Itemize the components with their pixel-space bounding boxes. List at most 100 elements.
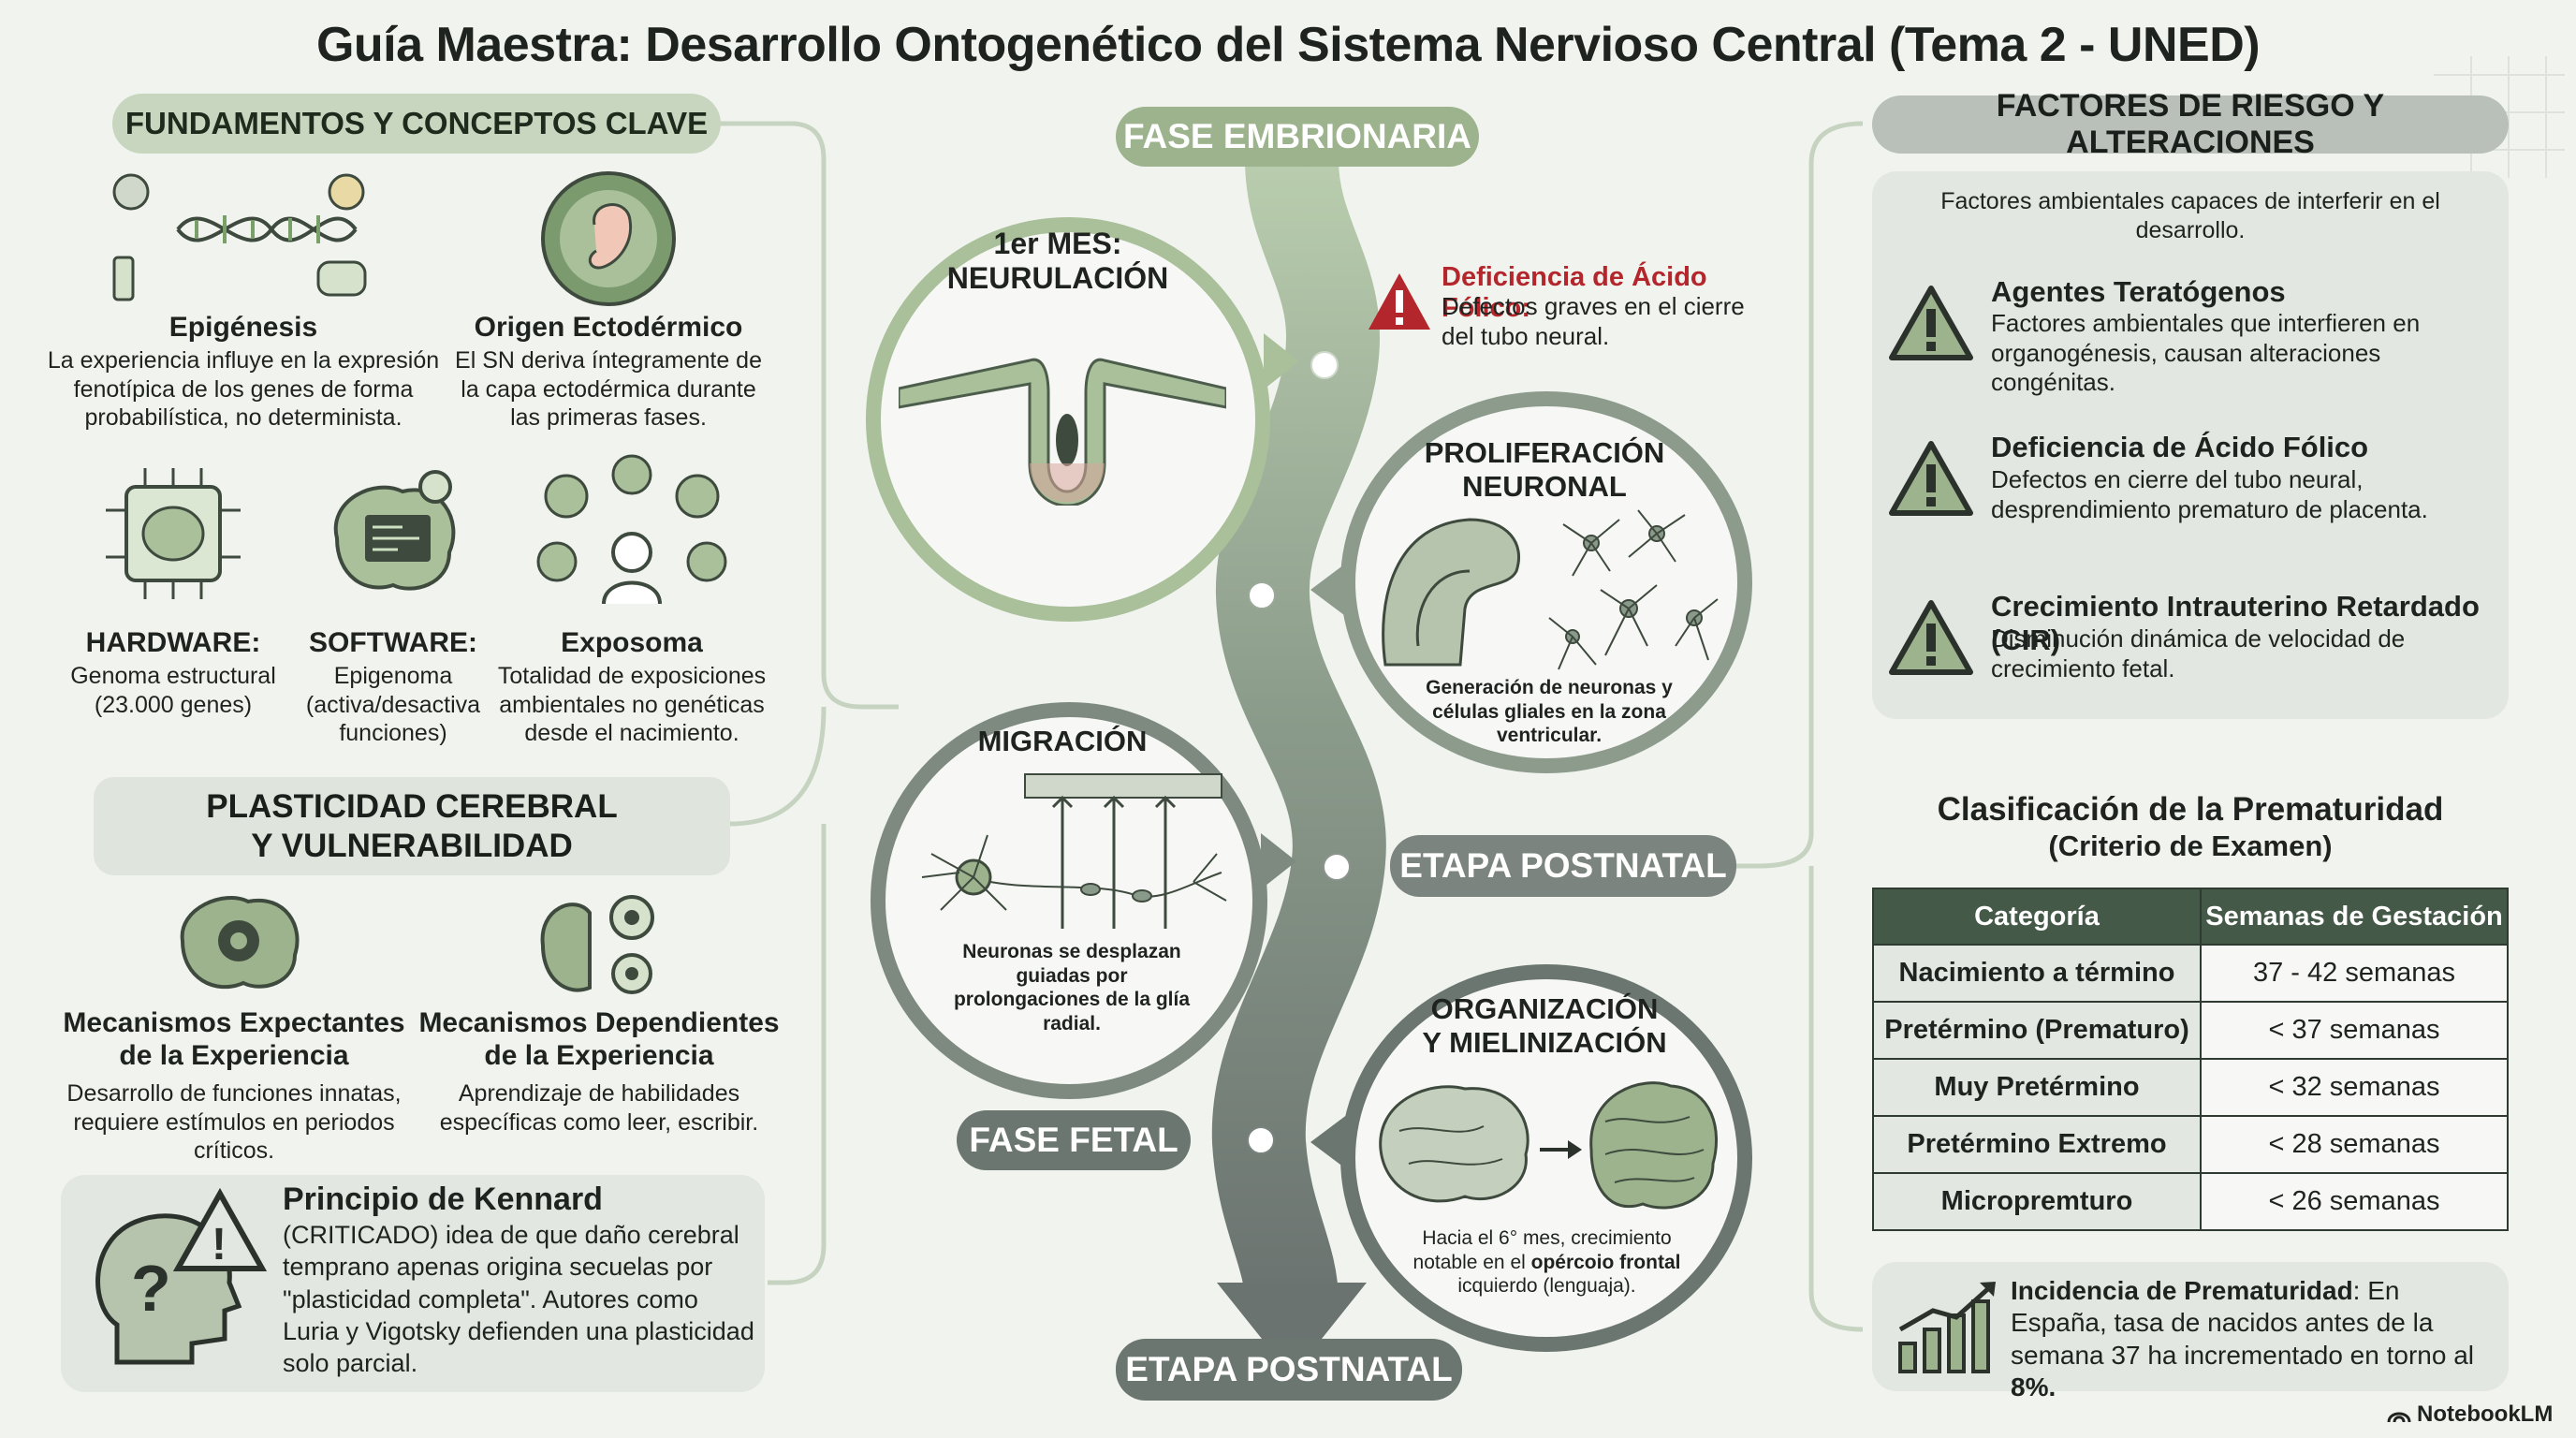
head-question-icon: ? ! (95, 1187, 268, 1365)
migracion-circle (871, 702, 1267, 1099)
neural-tube-illustration (899, 358, 1226, 506)
bar-chart-growth-icon (1898, 1282, 1996, 1373)
plasticidad-heading-line2: Y VULNERABILIDAD (251, 827, 573, 864)
table-cell: Nacimiento a término (1872, 944, 2202, 1003)
table-cell: Micropremturo (1872, 1172, 2202, 1231)
risk-3-title: Crecimiento Intrauterino Retardado (CIR) (1991, 590, 2480, 656)
table-cell: < 28 semanas (2200, 1115, 2509, 1174)
organizacion-title: ORGANIZACIÓN Y MIELINIZACIÓN (1399, 992, 1690, 1059)
organizacion-text-bold: opércoio frontal (1530, 1251, 1681, 1273)
organizacion-text: Hacia el 6° mes, crecimiento notable en … (1399, 1226, 1694, 1299)
origen-title: Origen Ectodérmico (474, 312, 743, 343)
dependientes-title: Mecanismos Dependientes de la Experienci… (412, 1007, 786, 1072)
neurulacion-title-line2: NEURULACIÓN (946, 260, 1169, 295)
warning-icon (1889, 441, 1973, 516)
plasticidad-heading-line1: PLASTICIDAD CEREBRAL (206, 787, 618, 825)
warning-icon (1889, 600, 1973, 675)
notebooklm-logo-icon (2387, 1412, 2411, 1423)
brain-gears-icon (540, 895, 654, 994)
notebooklm-brand: NotebookLM (2387, 1401, 2574, 1428)
pointer-arrow (1264, 333, 1299, 389)
dependientes-title-line1: Mecanismos Dependientes (418, 1007, 780, 1038)
kennard-text: (CRITICADO) idea de que daño cerebral te… (283, 1221, 754, 1378)
migracion-text: Neuronas se desplazan guiadas por prolon… (953, 941, 1191, 1034)
fundamentos-heading: FUNDAMENTOS Y CONCEPTOS CLAVE (112, 94, 721, 154)
riesgo-heading: FACTORES DE RIESGO Y ALTERACIONES (1872, 88, 2509, 160)
table-cell: Pretérmino (Prematuro) (1872, 1001, 2202, 1060)
incidencia-title: Incidencia de Prematuridad (2011, 1276, 2353, 1305)
table-header-cell: Semanas de Gestación (2200, 888, 2509, 946)
glia-illustration (921, 773, 1227, 929)
incidencia-text: Incidencia de Prematuridad: En España, t… (2011, 1275, 2497, 1404)
expectantes-title: Mecanismos Expectantes de la Experiencia (47, 1007, 421, 1072)
fase-embrionaria-pill: FASE EMBRIONARIA (1116, 107, 1479, 167)
dna-icon (112, 173, 367, 301)
risk-1-title: Agentes Teratógenos (1991, 275, 2286, 308)
expectantes-text: Desarrollo de funciones innatas, requier… (66, 1080, 402, 1164)
organizacion-title-line2: Y MIELINIZACIÓN (1422, 1025, 1667, 1059)
epigenesis-text: La experiencia influye en la expresión f… (47, 347, 440, 431)
origen-text: El SN deriva íntegramente de la capa ect… (455, 347, 762, 431)
neurulacion-title-line1: 1er MES: (993, 227, 1122, 260)
clasificacion-subtitle: (Criterio de Examen) (2048, 829, 2333, 862)
table-header-row: Categoría Semanas de Gestación (1872, 888, 2509, 946)
kennard-title: Principio de Kennard (283, 1181, 603, 1217)
page-title: Guía Maestra: Desarrollo Ontogenético de… (315, 18, 2261, 72)
timeline-node (1248, 581, 1276, 609)
riesgo-intro: Factores ambientales capaces de interfer… (1940, 188, 2440, 243)
proliferacion-title-line1: PROLIFERACIÓN (1424, 436, 1665, 469)
organizacion-text-part2: icquierdo (lenguaja). (1457, 1275, 1636, 1298)
organizacion-text-part1: Hacia el 6° mes, crecimiento notable en … (1412, 1227, 1672, 1273)
table-row: Micropremturo < 26 semanas (1872, 1172, 2509, 1231)
pointer-arrow (1310, 1114, 1348, 1170)
table-row: Nacimiento a término 37 - 42 semanas (1872, 944, 2509, 1003)
pointer-arrow (1261, 833, 1296, 889)
brain-gear-icon (180, 896, 300, 990)
timeline-node (1247, 1126, 1275, 1154)
hardware-text: Genoma estructural (23.000 genes) (70, 663, 276, 718)
etapa-postnatal-pill: ETAPA POSTNATAL (1390, 835, 1736, 897)
timeline-node (1323, 853, 1351, 881)
table-cell: < 26 semanas (2200, 1172, 2509, 1231)
warning-icon (1368, 273, 1430, 330)
epigenesis-title: Epigénesis (168, 312, 318, 343)
table-cell: Pretérmino Extremo (1872, 1115, 2202, 1174)
table-cell: < 32 semanas (2200, 1058, 2509, 1117)
warning-icon (1889, 286, 1973, 360)
exposoma-title: Exposoma (561, 627, 703, 658)
proliferacion-title: PROLIFERACIÓN NEURONAL (1404, 436, 1685, 503)
svg-text:?: ? (131, 1252, 171, 1325)
software-title: SOFTWARE: (309, 627, 477, 658)
chip-brain-icon (106, 468, 241, 599)
incidencia-body: : En España, tasa de nacidos antes de la… (2011, 1276, 2474, 1370)
table-row: Pretérmino Extremo < 28 semanas (1872, 1115, 2509, 1174)
etapa-postnatal-bottom-pill: ETAPA POSTNATAL (1116, 1339, 1462, 1401)
riesgo-panel (1872, 171, 2509, 719)
risk-3-text: Disminución dinámica de velocidad de cre… (1991, 624, 2406, 682)
risk-2-title: Deficiencia de Ácido Fólico (1991, 431, 2369, 463)
proliferacion-text: Generación de neuronas y células gliales… (1426, 677, 1673, 747)
table-row: Muy Pretérmino < 32 semanas (1872, 1058, 2509, 1117)
incidencia-value: 8%. (2011, 1372, 2056, 1402)
brain-code-icon (333, 470, 456, 591)
hardware-title: HARDWARE: (85, 627, 261, 658)
migracion-title: MIGRACIÓN (977, 725, 1148, 757)
neurons-illustration (1382, 509, 1719, 670)
brand-label: NotebookLM (2417, 1401, 2554, 1427)
table-row: Pretérmino (Prematuro) < 37 semanas (1872, 1001, 2509, 1060)
table-cell: 37 - 42 semanas (2200, 944, 2509, 1003)
software-text: Epigenoma (activa/desactiva funciones) (305, 663, 481, 746)
dependientes-text: Aprendizaje de habilidades específicas c… (439, 1080, 759, 1136)
exposoma-text: Totalidad de exposiciones ambientales no… (497, 663, 767, 746)
svg-text:!: ! (212, 1220, 227, 1269)
timeline-node (1310, 351, 1339, 379)
folico-warning-text: Defectos graves en el cierre del tubo ne… (1442, 292, 1745, 350)
table-header-cell: Categoría (1872, 888, 2202, 946)
folico-warning-title: Deficiencia de Ácido Fólico: (1442, 262, 1707, 323)
prematuridad-table: Categoría Semanas de Gestación Nacimient… (1872, 888, 2509, 1231)
table-cell: Muy Pretérmino (1872, 1058, 2202, 1117)
risk-1-text: Factores ambientales que interfieren en … (1991, 309, 2421, 397)
expectantes-title-line1: Mecanismos Expectantes (63, 1007, 405, 1038)
